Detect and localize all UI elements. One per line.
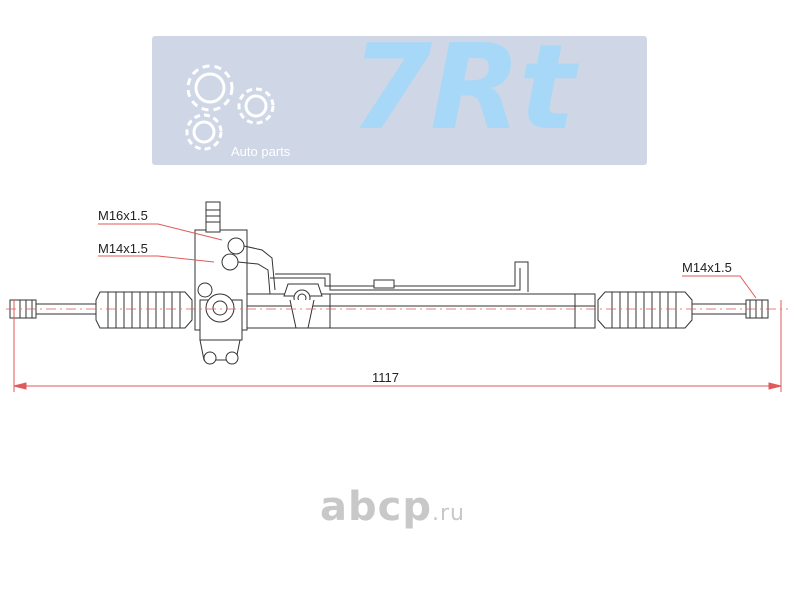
watermark-name: abcp xyxy=(320,484,432,530)
watermark-tld: .ru xyxy=(431,501,465,526)
valve-body xyxy=(194,201,248,365)
right-boot xyxy=(597,291,693,329)
callout-port-lower: M14x1.5 xyxy=(98,241,148,256)
dimension-overall-length: 1117 xyxy=(372,370,399,385)
callout-tie-rod-end: M14x1.5 xyxy=(682,260,732,275)
left-boot xyxy=(95,291,193,329)
hydraulic-lines xyxy=(237,245,529,295)
callout-leaders xyxy=(98,223,757,299)
dimension-line xyxy=(6,300,788,392)
logo-brand: 7Rt xyxy=(350,18,575,156)
callout-port-upper: M16x1.5 xyxy=(98,208,148,223)
mount-bracket xyxy=(283,283,323,329)
logo-banner xyxy=(152,36,647,165)
logo-subtitle: Auto parts xyxy=(231,144,291,159)
site-watermark: abcp.ru xyxy=(320,484,465,530)
